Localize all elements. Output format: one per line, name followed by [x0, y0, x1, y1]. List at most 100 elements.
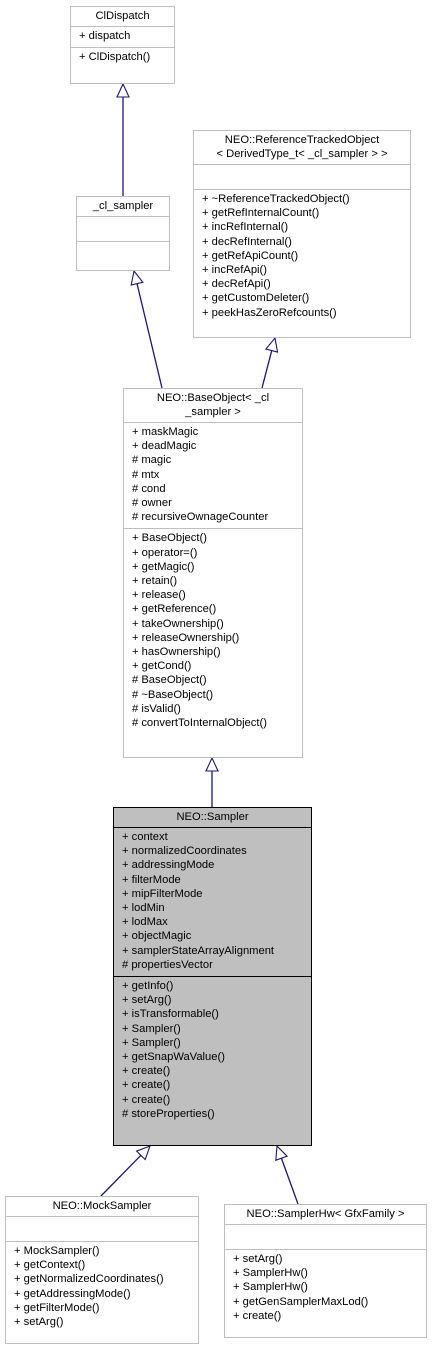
class-member: # cond [132, 482, 166, 495]
class-member: + setArg() [14, 1316, 64, 1329]
operations-section: + ClDispatch() [71, 47, 174, 68]
edge-sampler-to-baseobject [205, 756, 219, 807]
class-member: + SamplerHw() [233, 1281, 308, 1294]
class-member: + decRefInternal() [202, 235, 292, 248]
class-member: + objectMagic [122, 930, 192, 943]
attributes-section [225, 1224, 426, 1249]
edge-baseobject-to-clsampler [130, 269, 163, 389]
edge-mocksampler-to-sampler [100, 1145, 151, 1197]
class-member: + getFilterMode() [14, 1301, 100, 1314]
edge-line [261, 350, 273, 389]
edge-line [136, 283, 163, 389]
class-member: + getRefInternalCount() [202, 207, 320, 220]
class-member: + retain() [132, 575, 178, 588]
class-member: + create() [122, 1093, 171, 1106]
class-member: + context [122, 831, 168, 843]
edge-line [100, 1154, 142, 1197]
class-cl-sampler[interactable]: _cl_sampler [76, 196, 170, 271]
class-cldispatch[interactable]: ClDispatch + dispatch + ClDispatch() [70, 6, 175, 84]
class-member: + getCustomDeleter() [202, 292, 310, 305]
class-member: + create() [122, 1065, 171, 1078]
operations-section: + getInfo()+ setArg()+ isTransformable()… [114, 976, 311, 1125]
class-member: + getReference() [132, 603, 217, 616]
class-member: + peekHasZeroRefcounts() [202, 306, 337, 319]
class-member: + setArg() [233, 1253, 283, 1265]
operations-section: + MockSampler() + getContext()+ getNormal… [6, 1241, 198, 1333]
class-member: + addressingMode [122, 859, 215, 872]
class-member: # convertToInternalObject() [132, 717, 267, 730]
inheritance-arrowhead [130, 269, 144, 286]
class-member: + SamplerHw() [233, 1267, 308, 1280]
class-member: + create() [122, 1079, 171, 1092]
attributes-section [77, 216, 169, 241]
class-member: # magic [132, 454, 172, 467]
class-member: + getRefApiCount() [202, 249, 299, 262]
inheritance-arrowhead [116, 82, 130, 98]
operations-section [77, 241, 169, 266]
class-member: + maskMagic [132, 426, 199, 438]
class-member: # recursiveOwnageCounter [132, 511, 269, 524]
edge-samplerhw-to-sampler [275, 1144, 299, 1205]
class-member: + create() [233, 1309, 282, 1322]
class-member: # isValid() [132, 702, 181, 715]
class-member: + isTransformable() [122, 1008, 219, 1021]
class-member: + MockSampler() [14, 1245, 100, 1257]
edge-baseobject-to-reftracked [261, 336, 279, 389]
operations-section: + setArg()+ SamplerHw()+ SamplerHw()+ ge… [225, 1249, 426, 1327]
class-base-object[interactable]: NEO::BaseObject< _cl _sampler > + maskMa… [123, 388, 303, 758]
class-member: + decRefApi() [202, 278, 271, 291]
class-member: + operator=() [132, 546, 198, 559]
inheritance-arrowhead [135, 1145, 151, 1161]
operations-section: + ~ReferenceTrackedObject() + getRefInter… [194, 189, 410, 324]
class-reference-tracked-object[interactable]: NEO::ReferenceTrackedObject < DerivedTyp… [193, 130, 411, 338]
class-member: + hasOwnership() [132, 646, 221, 659]
class-member: + filterMode [122, 873, 181, 886]
class-member: + ClDispatch() [79, 51, 151, 64]
class-mock-sampler[interactable]: NEO::MockSampler + MockSampler()+ getCon… [5, 1196, 199, 1344]
class-member: # owner [132, 497, 172, 510]
class-member: + incRefInternal() [202, 221, 289, 234]
class-member: # storeProperties() [122, 1107, 215, 1120]
inheritance-arrowhead [264, 336, 279, 353]
class-member: + getMagic() [132, 560, 195, 573]
class-name: NEO::SamplerHw< GfxFamily > [246, 1208, 405, 1220]
class-member: + lodMax [122, 916, 168, 929]
class-member: + BaseObject() [132, 532, 207, 545]
class-member: + deadMagic [132, 440, 197, 453]
class-member: + normalizedCoordinates [122, 845, 247, 858]
class-name: NEO::Sampler [176, 811, 249, 823]
class-name: ClDispatch [95, 10, 150, 22]
class-member: + getInfo() [122, 980, 174, 993]
attributes-section [194, 164, 410, 189]
class-member: + releaseOwnership() [132, 631, 240, 644]
class-member: + release() [132, 589, 186, 602]
operations-section: + BaseObject()+ operator=()+ getMagic() +… [124, 528, 302, 734]
class-member: + getSnapWaValue() [122, 1051, 225, 1064]
inheritance-arrowhead [275, 1144, 289, 1162]
class-member: # mtx [132, 468, 160, 481]
class-member: + mipFilterMode [122, 887, 203, 900]
class-member: + lodMin [122, 902, 165, 915]
class-member: + getContext() [14, 1259, 86, 1272]
class-member: + getGenSamplerMaxLod() [233, 1295, 369, 1308]
class-sampler[interactable]: NEO::Sampler + context+ normalizedCoordi… [113, 807, 312, 1146]
attributes-section [6, 1216, 198, 1241]
class-name: _cl_sampler [92, 200, 154, 212]
class-sampler-hw[interactable]: NEO::SamplerHw< GfxFamily > + setArg()+ … [224, 1204, 427, 1338]
class-name: NEO::MockSampler [52, 1200, 152, 1212]
class-member: + dispatch [79, 30, 131, 42]
class-member: + Sampler() [122, 1022, 181, 1035]
class-member: + setArg() [122, 994, 172, 1007]
inheritance-arrowhead [205, 756, 219, 772]
class-member: + ~ReferenceTrackedObject() [202, 193, 350, 205]
attributes-section: + dispatch [71, 26, 174, 47]
class-member: + takeOwnership() [132, 617, 224, 630]
class-member: + getAddressingMode() [14, 1287, 131, 1300]
class-name: NEO::ReferenceTrackedObject < DerivedTyp… [216, 134, 388, 160]
class-name: NEO::BaseObject< _cl _sampler > [156, 392, 270, 418]
attributes-section: + maskMagic + deadMagic# magic# mtx# cond… [124, 422, 302, 528]
class-member: + getCond() [132, 660, 192, 673]
class-member: + Sampler() [122, 1036, 181, 1049]
class-member: + getNormalizedCoordinates() [14, 1273, 164, 1286]
